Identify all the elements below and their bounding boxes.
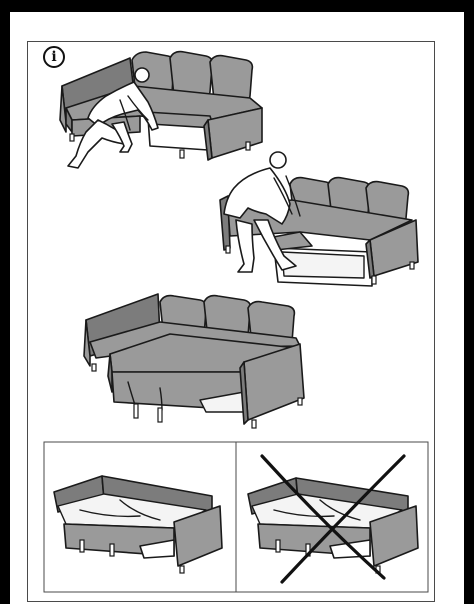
info-icon: i	[43, 46, 65, 68]
step-1-kneel-open-storage	[59, 50, 263, 169]
comparison-panel	[43, 441, 429, 593]
armrest	[369, 505, 419, 567]
step-2-lift-lid	[219, 151, 419, 287]
cross-mark-icon	[260, 454, 406, 584]
step-3-sofa-bed-extended	[83, 293, 305, 429]
person-kneeling	[67, 67, 159, 169]
person-standing	[223, 151, 301, 273]
content-border	[27, 41, 435, 602]
armrest	[173, 505, 223, 567]
top-bar	[0, 0, 474, 12]
correct-bed-setup	[53, 475, 223, 574]
incorrect-bed-setup	[247, 454, 419, 584]
